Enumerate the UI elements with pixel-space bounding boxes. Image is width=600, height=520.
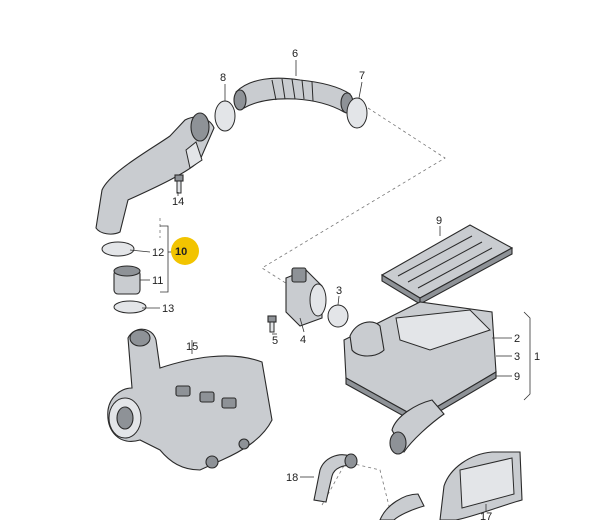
leader-12 [129, 249, 151, 253]
label-5[interactable]: 5 [272, 335, 278, 347]
bracket-1 [523, 311, 531, 401]
part-12-clamp [101, 241, 135, 257]
part-13-clamp [113, 300, 147, 314]
lower-duct-stub [379, 493, 425, 520]
label-9-filter[interactable]: 9 [436, 215, 442, 227]
part-3-seal-ring [327, 304, 349, 328]
assembly-connector-lower [321, 461, 391, 511]
label-15[interactable]: 15 [186, 341, 198, 353]
callout-10-highlight[interactable] [171, 237, 199, 265]
label-11[interactable]: 11 [152, 275, 163, 287]
label-12[interactable]: 12 [152, 247, 164, 259]
leader-4 [299, 317, 305, 333]
part-9-filter-element [380, 224, 514, 305]
label-4[interactable]: 4 [300, 334, 306, 346]
part-11-sleeve [113, 265, 141, 295]
label-17[interactable]: 17 [480, 511, 492, 520]
part-7-hose-clamp [346, 97, 368, 129]
part-14-bolt [174, 174, 184, 194]
part-17-intake-snorkel [439, 451, 523, 520]
label-2[interactable]: 2 [514, 333, 520, 345]
label-6[interactable]: 6 [292, 48, 298, 60]
label-1[interactable]: 1 [534, 351, 540, 363]
bracket-10 [160, 225, 169, 293]
label-3-seal[interactable]: 3 [336, 285, 342, 297]
label-3-housing[interactable]: 3 [514, 351, 520, 363]
air-filter-housing [343, 301, 497, 455]
intake-pipe [95, 112, 215, 235]
part-18-vent-hose [313, 453, 358, 503]
part-6-corrugated-hose [233, 77, 354, 114]
assembly-connector-upper [261, 107, 446, 293]
label-14[interactable]: 14 [172, 196, 184, 208]
label-7[interactable]: 7 [359, 70, 365, 82]
part-4-air-mass-meter [285, 267, 327, 327]
leader-3a [337, 295, 340, 306]
leader-7 [358, 81, 363, 99]
label-9-housing[interactable]: 9 [514, 371, 520, 383]
part-15-turbo-manifold [107, 328, 273, 471]
label-8[interactable]: 8 [220, 72, 226, 84]
part-8-hose-clamp [214, 100, 236, 132]
label-18[interactable]: 18 [286, 472, 298, 484]
part-5-bolt [267, 315, 277, 333]
label-13[interactable]: 13 [162, 303, 174, 315]
label-10[interactable]: 10 [175, 246, 187, 258]
